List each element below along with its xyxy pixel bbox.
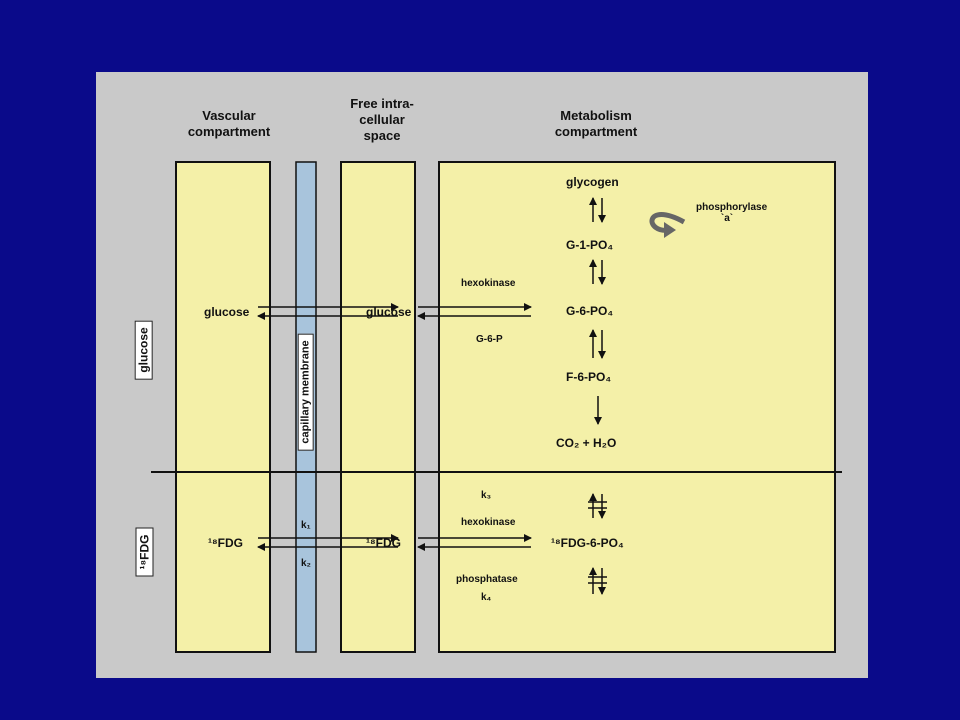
fdg-vascular-label: ¹⁸FDG <box>208 536 243 550</box>
diagram-graphics <box>151 161 842 653</box>
capillary-membrane-label: capillary membrane <box>297 333 314 451</box>
diagram-scan: Vascular compartment Free intra-cellular… <box>96 72 868 678</box>
co2-h2o-label: CO₂ + H₂O <box>556 436 617 450</box>
k1-label: k₁ <box>301 520 311 531</box>
fdg6p-label: ¹⁸FDG-6-PO₄ <box>551 536 624 550</box>
header-metabolism: Metabolism compartment <box>554 108 638 139</box>
g6p-label: G-6-PO₄ <box>566 304 614 318</box>
row-label-fdg: ¹⁸FDG <box>135 527 154 577</box>
phosphorylase-arrow <box>649 212 686 233</box>
k4-label: k₄ <box>481 592 492 603</box>
phosphorylase-label: phosphorylase `a` <box>696 202 768 224</box>
vascular-box <box>175 161 271 653</box>
header-free-space: Free intra-cellular space <box>350 96 414 143</box>
row-label-glucose: glucose <box>134 320 153 380</box>
glucose-vascular-label: glucose <box>204 305 250 319</box>
k3-label: k₃ <box>481 490 492 501</box>
hexokinase-lower-label: hexokinase <box>461 517 516 528</box>
free-space-box <box>340 161 416 653</box>
g6p-mid-label: G-6-P <box>476 334 503 345</box>
g1p-label: G-1-PO₄ <box>566 238 614 252</box>
header-vascular: Vascular compartment <box>187 108 271 139</box>
glucose-free-label: glucose <box>366 305 412 319</box>
phosphatase-label: phosphatase <box>456 574 518 585</box>
fdg-free-label: ¹⁸FDG <box>366 536 401 550</box>
hexokinase-upper-label: hexokinase <box>461 278 516 289</box>
k2-label: k₂ <box>301 558 312 569</box>
glycogen-label: glycogen <box>566 175 619 189</box>
f6p-label: F-6-PO₄ <box>566 370 612 384</box>
metabolism-box <box>438 161 836 653</box>
